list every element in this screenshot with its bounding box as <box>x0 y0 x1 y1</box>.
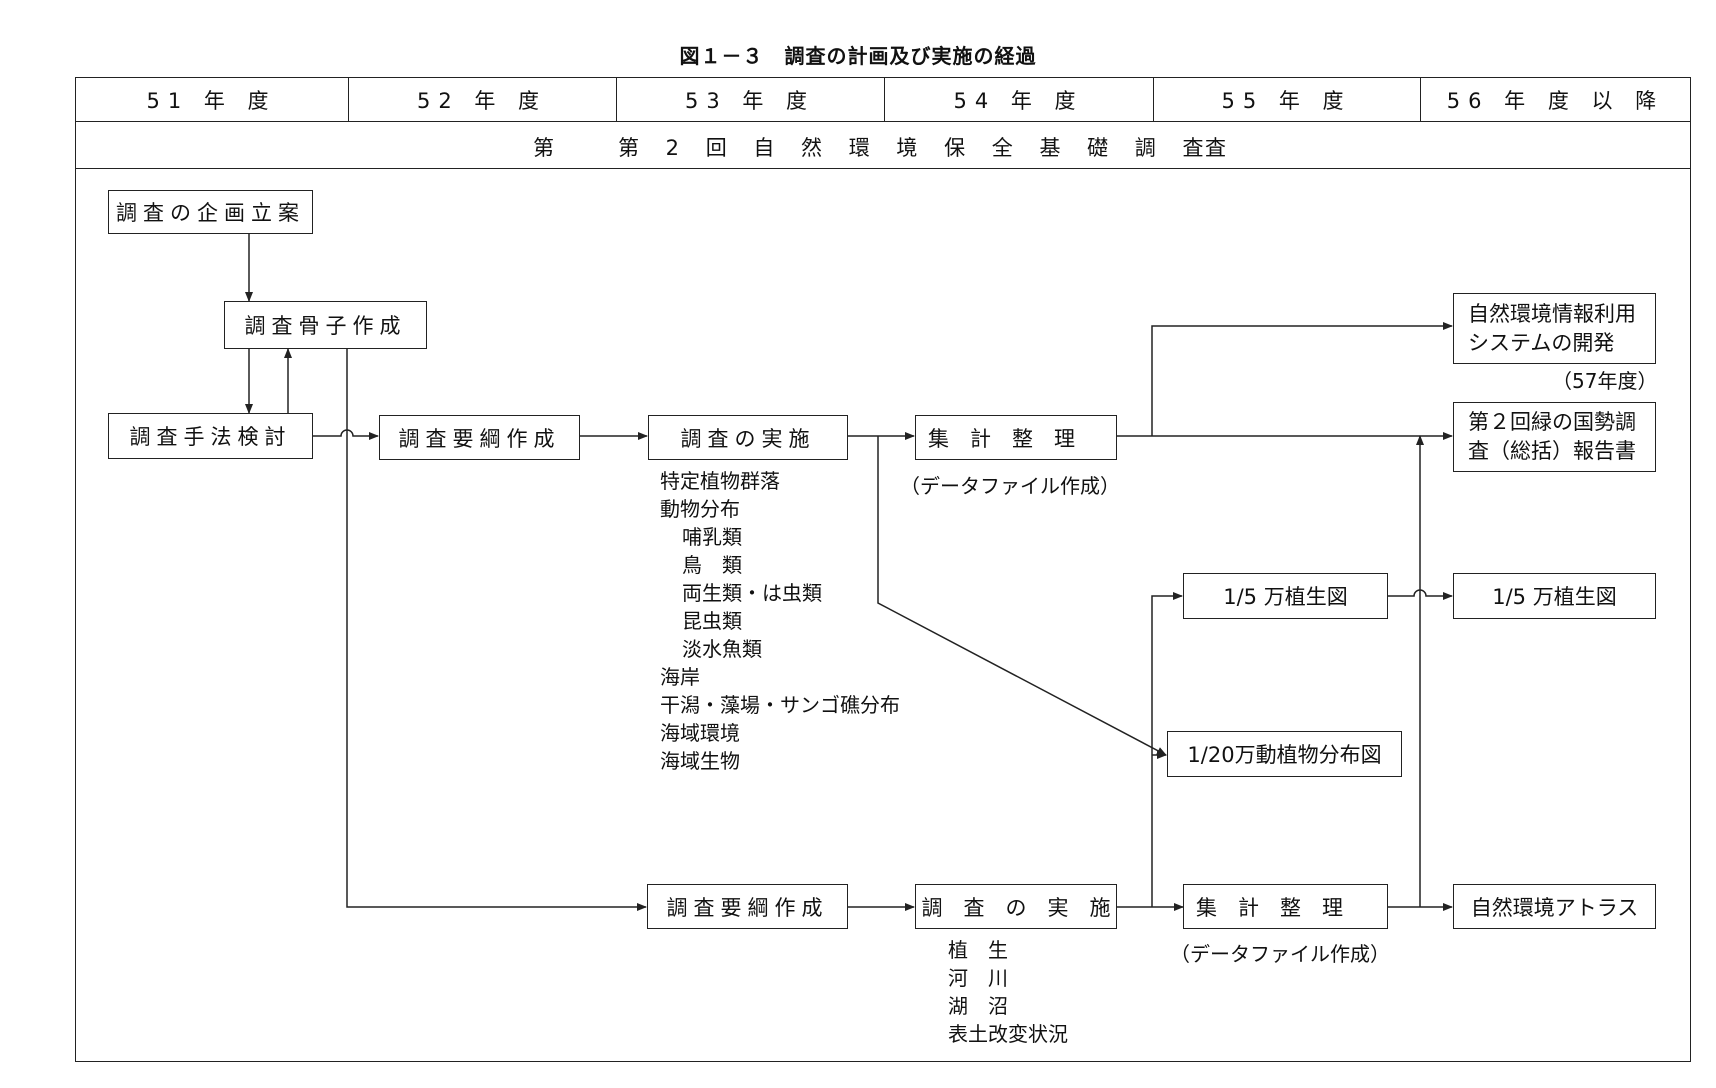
survey-band-name: 第 2 回 自 然 環 境 保 全 基 礎 調 査 <box>618 136 1214 160</box>
year-divider <box>348 78 349 122</box>
box-veg-map1: 1/5 万植生図 <box>1183 573 1388 619</box>
diagram-frame <box>75 77 1691 1062</box>
list-item: 哺乳類 <box>682 525 742 549</box>
year-cell-53: 53 年 度 <box>684 88 816 113</box>
list-item: 両生類・は虫類 <box>682 581 822 605</box>
box-outline1: 調査要綱作成 <box>379 415 580 460</box>
box-tally1: 集 計 整 理 <box>915 415 1117 460</box>
survey-items-list-2: 植 生 河 川 湖 沼 表土改変状況 <box>948 936 1068 1048</box>
box-plan: 調査の企画立案 <box>108 190 313 234</box>
list-item: 植 生 <box>948 938 1008 962</box>
arrow-method-to-outline1 <box>313 429 379 440</box>
list-item: 淡水魚類 <box>682 637 762 661</box>
year-row-divider <box>75 121 1691 122</box>
report-line1: 第２回緑の国勢調 <box>1468 410 1636 434</box>
year-cell-55: 55 年 度 <box>1221 88 1352 113</box>
year-divider <box>1153 78 1154 122</box>
box-report: 第２回緑の国勢調 査（総括）報告書 <box>1453 402 1656 472</box>
year-cell-52: 52 年 度 <box>416 88 548 113</box>
survey-items-list-1: 特定植物群落 動物分布 哺乳類 鳥 類 両生類・は虫類 昆虫類 淡水魚類 海岸 … <box>660 467 900 775</box>
list-item: 干潟・藻場・サンゴ礁分布 <box>660 693 900 717</box>
survey-band: 第 第 2 回 自 然 環 境 保 全 基 礎 調 査 査 <box>75 122 1691 168</box>
list-item: 表土改変状況 <box>948 1022 1068 1046</box>
box-execute1: 調査の実施 <box>648 415 848 460</box>
list-item: 海域環境 <box>660 721 740 745</box>
info-system-line1: 自然環境情報利用 <box>1468 301 1636 326</box>
survey-band-suffix: 査 <box>1205 136 1236 160</box>
report-line2: 査（総括）報告書 <box>1468 439 1636 463</box>
year-divider <box>616 78 617 122</box>
list-item: 海岸 <box>660 665 700 689</box>
box-veg-map2: 1/5 万植生図 <box>1453 573 1656 619</box>
box-outline2: 調査要綱作成 <box>647 884 848 929</box>
list-item: 鳥 類 <box>682 553 742 577</box>
list-item: 動物分布 <box>660 497 740 521</box>
survey-band-divider <box>75 168 1691 169</box>
year-cell-51: 51 年 度 <box>146 88 277 113</box>
box-execute2: 調 査 の 実 施 <box>915 884 1117 929</box>
box-method: 調査手法検討 <box>108 413 313 459</box>
year-divider <box>1420 78 1421 122</box>
list-item: 特定植物群落 <box>660 469 780 493</box>
list-item: 河 川 <box>948 966 1008 990</box>
list-item: 海域生物 <box>660 749 740 773</box>
figure-title: 図１－３ 調査の計画及び実施の経過 <box>679 44 1037 68</box>
arrow-framework-to-outline2 <box>346 349 647 911</box>
info-system-line2: システムの開発 <box>1468 330 1615 355</box>
box-framework: 調査骨子作成 <box>224 301 427 349</box>
list-item: 湖 沼 <box>948 994 1008 1018</box>
label-year57: （57年度） <box>1552 369 1658 393</box>
list-item: 昆虫類 <box>682 609 742 633</box>
box-atlas: 自然環境アトラス <box>1453 884 1656 929</box>
box-info-system: 自然環境情報利用 システムの開発 <box>1453 293 1656 364</box>
label-datafile2: （データファイル作成） <box>1170 942 1390 966</box>
box-fauna-map: 1/20万動植物分布図 <box>1167 731 1402 777</box>
arrow-execute2-to-vegmap1 <box>1151 592 1183 907</box>
arrow-execute1-to-fauna-map <box>877 436 1167 756</box>
label-datafile1: （データファイル作成） <box>900 474 1120 498</box>
arrow-tally1-to-info-system <box>1151 322 1453 436</box>
survey-band-prefix: 第 <box>533 136 564 160</box>
box-tally2: 集 計 整 理 <box>1183 884 1388 929</box>
year-cell-56-onward: 56 年 度 以 降 <box>1446 88 1665 113</box>
year-divider <box>884 78 885 122</box>
year-cell-54: 54 年 度 <box>953 88 1084 113</box>
